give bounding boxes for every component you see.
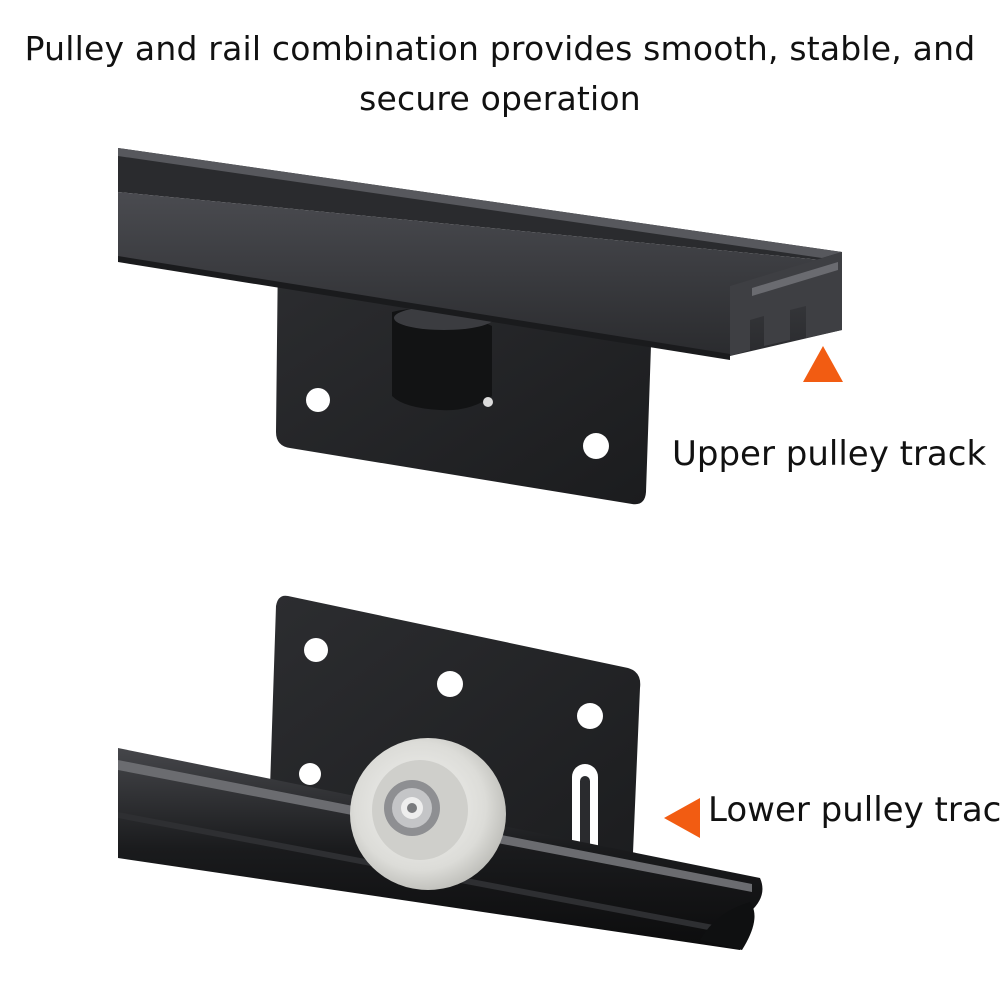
- headline-line-1: Pulley and rail combination provides smo…: [24, 29, 976, 68]
- lower-plate-hole-3: [577, 703, 603, 729]
- upper-guide-roller: [392, 308, 492, 411]
- lower-plate-hole-2: [437, 671, 463, 697]
- headline: Pulley and rail combination provides smo…: [0, 24, 1000, 124]
- upper-plate-hole-right: [583, 433, 609, 459]
- headline-line-2: secure operation: [359, 79, 641, 118]
- upper-rail-end-profile: [730, 252, 842, 356]
- lower-arrow-icon: [664, 798, 700, 838]
- upper-plate-hole-left: [306, 388, 330, 412]
- lower-plate-hole-4: [299, 763, 321, 785]
- upper-track-label: Upper pulley track: [672, 434, 987, 474]
- lower-pulley-assembly: [118, 595, 763, 950]
- upper-pulley-assembly: [118, 148, 842, 505]
- upper-arrow-icon: [803, 346, 843, 382]
- lower-plate-hole-1: [304, 638, 328, 662]
- lower-pulley-wheel: [350, 738, 506, 890]
- upper-rail-face: [118, 192, 842, 356]
- lower-track-label: Lower pulley track: [708, 790, 1000, 830]
